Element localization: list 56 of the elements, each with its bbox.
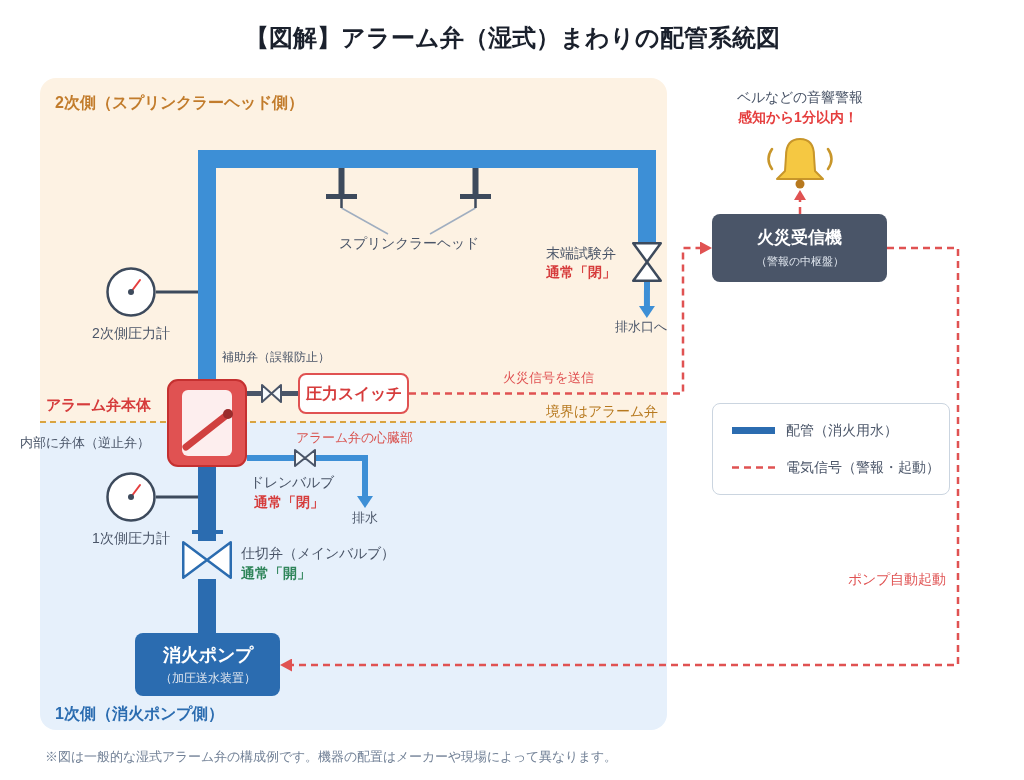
- sprinkler-head-label: スプリンクラーヘッド: [339, 234, 479, 252]
- diagram-title: 【図解】アラーム弁（湿式）まわりの配管系統図: [244, 23, 780, 53]
- pump-subtitle: （加圧送水装置）: [159, 671, 256, 685]
- panel-title: 火災受信機: [757, 228, 842, 248]
- panel-subtitle: （警報の中枢盤）: [755, 254, 844, 268]
- branch-line: [282, 391, 298, 396]
- leader-line: [340, 207, 389, 235]
- valve-symbol: [294, 449, 316, 467]
- drain-label: 排水: [352, 509, 378, 527]
- alarm-valve-symbol: [167, 379, 247, 467]
- pump-title: 消火ポンプ: [162, 644, 253, 666]
- pressure-switch-box: [298, 373, 409, 414]
- boundary-label: 境界はアラーム弁: [546, 402, 658, 420]
- edge-label: 火災信号を送信: [502, 369, 594, 387]
- signal-arrow: [280, 246, 960, 672]
- drain-arrow: [638, 282, 655, 318]
- diagram-caption: ※図は一般的な湿式アラーム弁の構成例です。機器の配置はメーカーや現場によって異なります。: [45, 748, 617, 766]
- switch-label: 圧力スイッチ: [305, 383, 402, 404]
- legend-label: 配管（消火用水）: [786, 421, 898, 440]
- signal-arrow: [409, 241, 712, 395]
- component-note: アラーム弁の心臓部: [296, 430, 413, 447]
- component-note: 内部に弁体（逆止弁）: [20, 434, 150, 452]
- sprinkler-head-symbol: [460, 168, 491, 208]
- bell-icon: [764, 138, 836, 190]
- water-pipe: [198, 150, 656, 379]
- valve-symbol: [632, 242, 662, 282]
- gauge-label: 2次側圧力計: [92, 324, 170, 342]
- drain-outlet-label: 排水口へ: [614, 318, 667, 336]
- valve-label: 末端試験弁: [546, 244, 616, 262]
- drain-arrow: [316, 455, 373, 508]
- valve-label: 仕切弁（メインバルブ）: [241, 544, 395, 562]
- zone-heading: 1次側（消火ポンプ側）: [55, 704, 224, 724]
- alarm-caption: ベルなどの音響警報: [737, 88, 863, 106]
- valve-symbol: [182, 541, 232, 579]
- signal-arrow: [794, 190, 806, 214]
- water-pipe: [198, 579, 216, 633]
- drain-pipe: [247, 455, 294, 461]
- valve-state: 通常「閉」: [254, 493, 324, 511]
- valve-label: ドレンバルブ: [250, 473, 334, 491]
- valve-state: 通常「開」: [241, 564, 311, 582]
- branch-line: [247, 391, 261, 396]
- water-pipe: [198, 467, 216, 541]
- legend-label: 電気信号（警報・起動）: [786, 458, 940, 477]
- alarm-note: 感知から1分以内！: [738, 108, 858, 126]
- zone-heading: 2次側（スプリンクラーヘッド側）: [55, 93, 304, 113]
- receiver-panel: [712, 214, 887, 282]
- sprinkler-head-symbol: [326, 168, 357, 208]
- pump-box: [135, 633, 280, 696]
- valve-state: 通常「閉」: [546, 263, 616, 281]
- valve-symbol: [261, 384, 282, 403]
- edge-label: ポンプ自動起動: [848, 570, 946, 588]
- valve-label: 補助弁（誤報防止）: [222, 349, 330, 366]
- component-label: アラーム弁本体: [46, 396, 151, 414]
- gauge-label: 1次側圧力計: [92, 529, 170, 547]
- zone-band: [40, 78, 667, 422]
- leader-line: [429, 207, 477, 235]
